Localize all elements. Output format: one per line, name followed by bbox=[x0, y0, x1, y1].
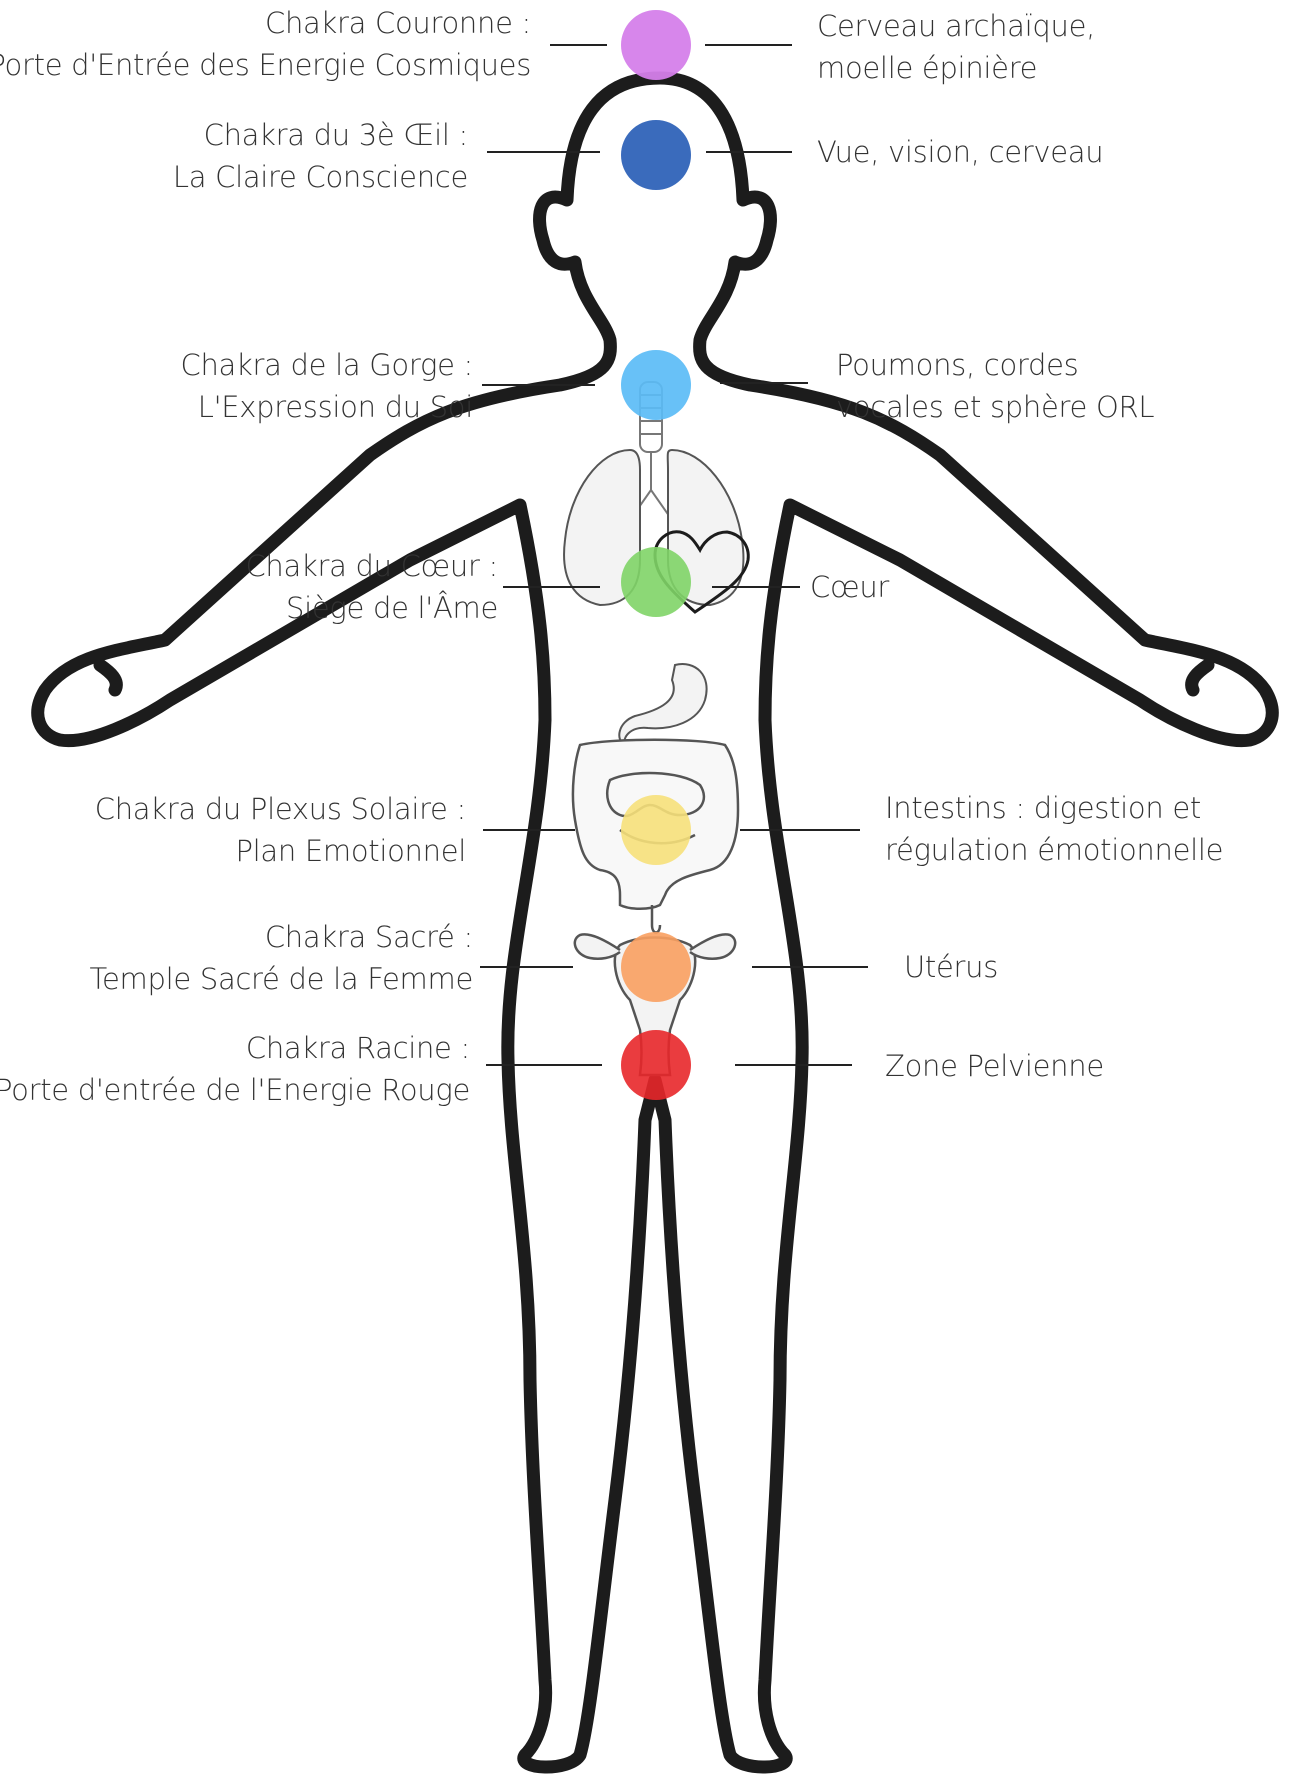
label-gorge-right: Poumons, cordes vocales et sphère ORL bbox=[836, 344, 1154, 428]
label-racine-left: Chakra Racine : Porte d'entrée de l'Ener… bbox=[0, 1027, 470, 1111]
label-line: Cœur bbox=[810, 566, 889, 608]
label-line: Temple Sacré de la Femme bbox=[90, 958, 473, 1000]
label-troisieme-oeil-right: Vue, vision, cerveau bbox=[817, 131, 1103, 173]
label-line: Utérus bbox=[904, 946, 998, 988]
label-line: Chakra du Cœur : bbox=[245, 545, 498, 587]
label-racine-right: Zone Pelvienne bbox=[885, 1045, 1104, 1087]
chakra-couronne-dot bbox=[621, 10, 691, 80]
label-gorge-left: Chakra de la Gorge : L'Expression du Soi bbox=[181, 344, 473, 428]
arm-detail-icon bbox=[100, 665, 1208, 690]
chakra-sacre-dot bbox=[621, 932, 691, 1002]
label-line: Poumons, cordes bbox=[836, 344, 1154, 386]
label-line: Chakra de la Gorge : bbox=[181, 344, 473, 386]
stomach-icon bbox=[619, 664, 706, 745]
label-coeur-right: Cœur bbox=[810, 566, 889, 608]
label-line: Chakra du Plexus Solaire : bbox=[95, 788, 466, 830]
label-line: Porte d'entrée de l'Energie Rouge bbox=[0, 1069, 470, 1111]
label-line: Zone Pelvienne bbox=[885, 1045, 1104, 1087]
label-line: L'Expression du Soi bbox=[181, 386, 473, 428]
chakra-coeur-dot bbox=[621, 547, 691, 617]
label-line: Plan Emotionnel bbox=[95, 830, 466, 872]
label-line: Intestins : digestion et bbox=[885, 787, 1223, 829]
label-line: Chakra Sacré : bbox=[90, 916, 473, 958]
label-line: Chakra du 3è Œil : bbox=[173, 114, 468, 156]
chakra-troisieme-oeil-dot bbox=[621, 120, 691, 190]
label-line: Vue, vision, cerveau bbox=[817, 131, 1103, 173]
label-line: Chakra Racine : bbox=[0, 1027, 470, 1069]
label-sacre-right: Utérus bbox=[904, 946, 998, 988]
label-line: Siège de l'Âme bbox=[245, 587, 498, 629]
label-line: Cerveau archaïque, bbox=[817, 5, 1095, 47]
label-plexus-solaire-left: Chakra du Plexus Solaire : Plan Emotionn… bbox=[95, 788, 466, 872]
label-plexus-solaire-right: Intestins : digestion et régulation émot… bbox=[885, 787, 1223, 871]
label-line: La Claire Conscience bbox=[173, 156, 468, 198]
label-line: Porte d'Entrée des Energie Cosmiques bbox=[0, 44, 531, 86]
label-line: vocales et sphère ORL bbox=[836, 386, 1154, 428]
chakra-gorge-dot bbox=[621, 350, 691, 420]
label-couronne-right: Cerveau archaïque, moelle épinière bbox=[817, 5, 1095, 89]
label-line: régulation émotionnelle bbox=[885, 829, 1223, 871]
label-coeur-left: Chakra du Cœur : Siège de l'Âme bbox=[245, 545, 498, 629]
label-sacre-left: Chakra Sacré : Temple Sacré de la Femme bbox=[90, 916, 473, 1000]
label-troisieme-oeil-left: Chakra du 3è Œil : La Claire Conscience bbox=[173, 114, 468, 198]
chakra-plexus-solaire-dot bbox=[621, 795, 691, 865]
label-line: moelle épinière bbox=[817, 47, 1095, 89]
label-line: Chakra Couronne : bbox=[0, 2, 531, 44]
chakra-racine-dot bbox=[621, 1030, 691, 1100]
label-couronne-left: Chakra Couronne : Porte d'Entrée des Ene… bbox=[0, 2, 531, 86]
